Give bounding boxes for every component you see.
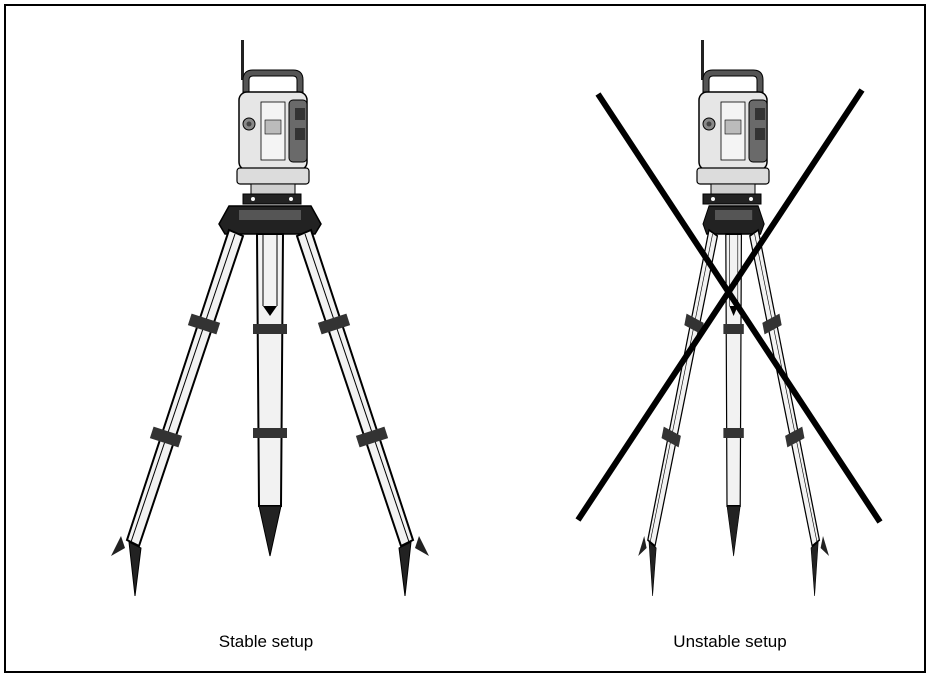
stable-setup-tripod-icon — [110, 39, 430, 597]
cross-out-icon — [575, 88, 883, 524]
unstable-setup-tripod-icon — [637, 39, 830, 597]
unstable-setup-caption: Unstable setup — [673, 632, 787, 651]
stable-setup-caption: Stable setup — [218, 632, 314, 651]
